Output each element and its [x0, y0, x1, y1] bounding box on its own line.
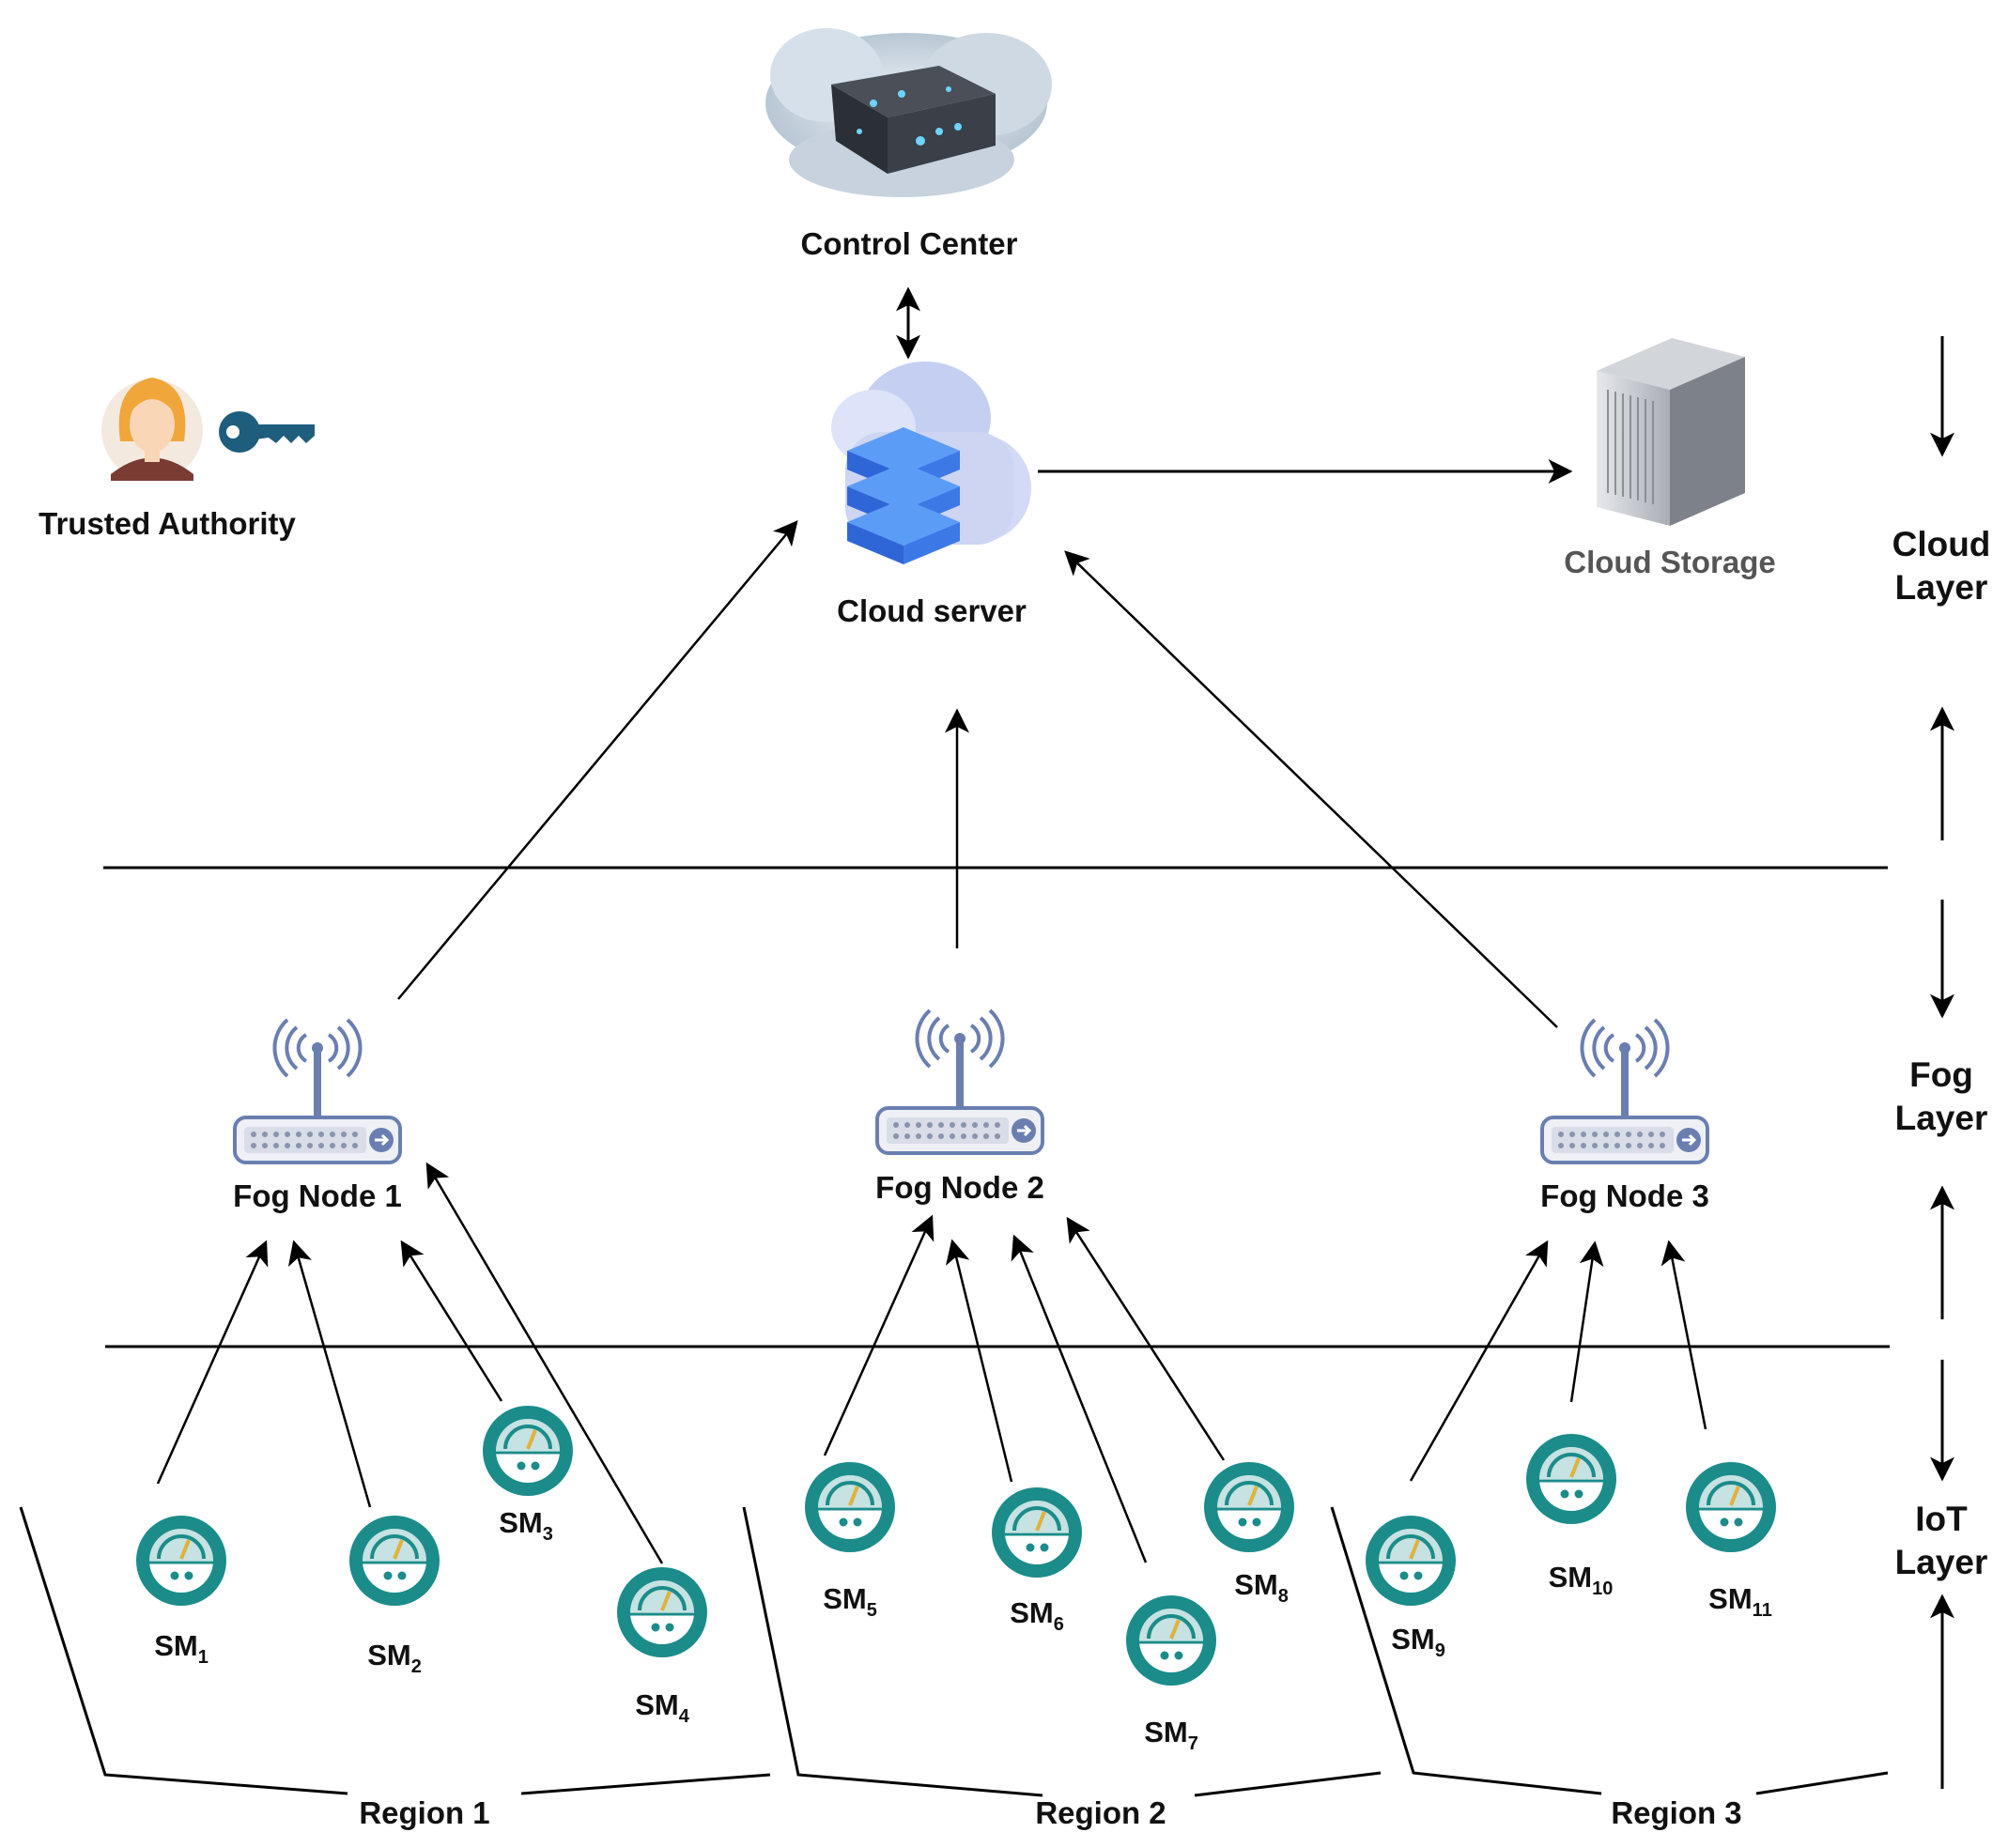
fog-node-1-label: Fog Node 1 — [233, 1178, 402, 1213]
smart-meter-4-label: SM4 — [635, 1688, 690, 1727]
smart-meter-2-label: SM2 — [367, 1639, 422, 1677]
cloud-server-icon — [831, 362, 1031, 564]
svg-text:Fog: Fog — [1909, 1055, 1973, 1094]
region-brackets — [19, 1506, 1889, 1797]
iot-layer-label: IoT Layer — [1895, 1500, 1988, 1581]
region-2-label: Region 2 — [1035, 1795, 1166, 1830]
svg-text:Layer: Layer — [1895, 568, 1988, 607]
smart-meter-1-label: SM1 — [154, 1629, 209, 1668]
smart-meter-9-icon — [1364, 1514, 1458, 1608]
region-3-label: Region 3 — [1611, 1795, 1741, 1830]
fog-to-cloud-arrows — [397, 520, 1558, 1028]
key-icon — [219, 411, 315, 453]
cloud-layer-label: Cloud Layer — [1892, 525, 1991, 607]
smart-meter-4-icon — [615, 1565, 709, 1659]
smart-meter-10-icon — [1524, 1432, 1618, 1526]
fog-node-3-icon — [1540, 1018, 1709, 1164]
smart-meter-11-label: SM11 — [1708, 1582, 1772, 1621]
smart-meter-2-icon — [348, 1514, 441, 1608]
fog-node-3-label: Fog Node 3 — [1540, 1178, 1709, 1213]
smart-meter-10-label: SM10 — [1549, 1561, 1614, 1599]
meter-to-fog-arrows — [156, 1162, 1707, 1564]
smart-meter-6-icon — [990, 1486, 1084, 1579]
fog-layer-label: Fog Layer — [1895, 1055, 1988, 1137]
control-center-icon — [765, 28, 1052, 197]
cloud-storage-label: Cloud Storage — [1564, 545, 1776, 579]
smart-meter-6-label: SM6 — [1010, 1596, 1064, 1635]
smart-meter-7-icon — [1124, 1594, 1218, 1687]
smart-meter-1-icon — [134, 1514, 228, 1608]
trusted-authority-avatar — [101, 377, 203, 481]
smart-meter-7-label: SM7 — [1144, 1716, 1198, 1754]
smart-meter-9-label: SM9 — [1391, 1623, 1445, 1661]
smart-meter-8-label: SM8 — [1234, 1568, 1289, 1607]
fog-node-2-label: Fog Node 2 — [875, 1170, 1044, 1205]
svg-text:Layer: Layer — [1895, 1543, 1988, 1581]
svg-text:Layer: Layer — [1895, 1099, 1988, 1137]
cloud-storage-icon — [1597, 338, 1745, 526]
fog-node-2-icon — [875, 1009, 1044, 1155]
trusted-authority-label: Trusted Authority — [39, 506, 296, 541]
cloud-server-label: Cloud server — [837, 593, 1027, 628]
smart-meter-3-icon — [481, 1404, 575, 1498]
smart-meter-5-icon — [803, 1460, 897, 1554]
svg-text:Cloud: Cloud — [1892, 525, 1991, 563]
control-center-label: Control Center — [801, 226, 1018, 261]
smart-meter-3-label: SM3 — [499, 1506, 553, 1545]
smart-meter-8-icon — [1202, 1460, 1296, 1554]
svg-text:IoT: IoT — [1915, 1500, 1968, 1538]
region-1-label: Region 1 — [359, 1795, 489, 1830]
smart-meter-11-icon — [1684, 1460, 1778, 1554]
smart-meter-5-label: SM5 — [823, 1582, 877, 1621]
fog-node-1-icon — [233, 1018, 402, 1164]
